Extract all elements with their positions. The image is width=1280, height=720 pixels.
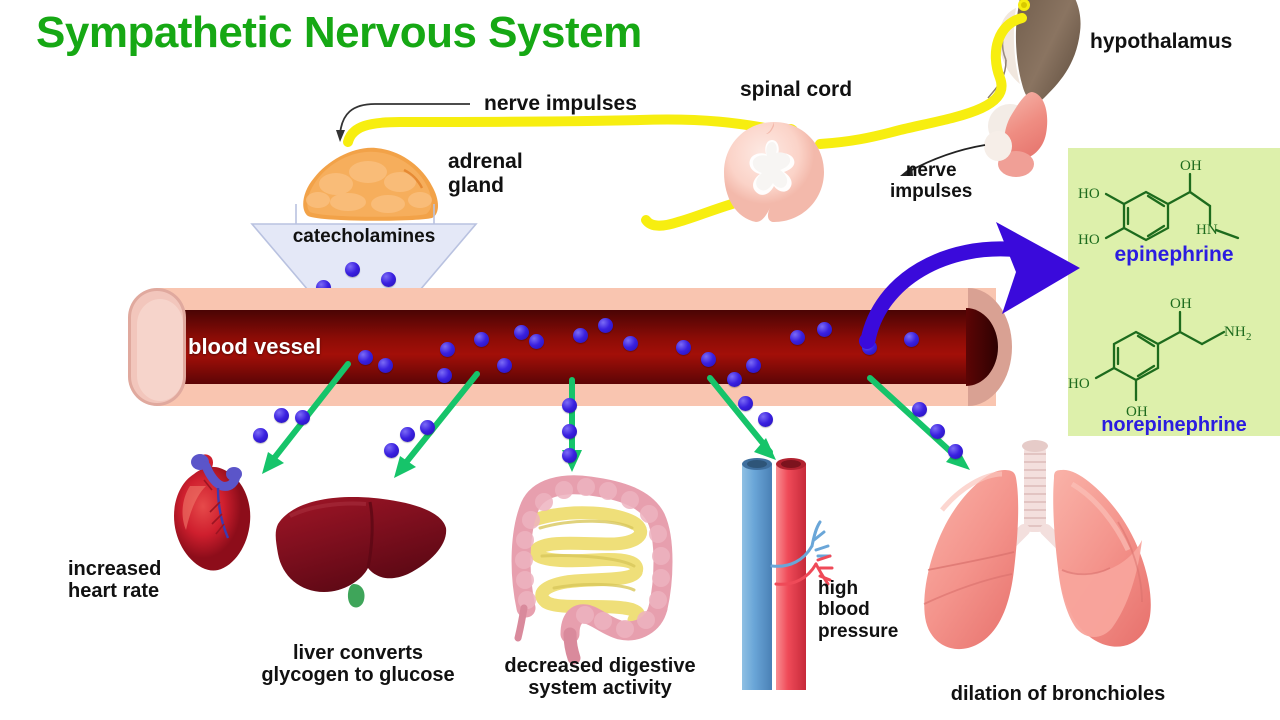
norepinephrine-label: norepinephrine: [1101, 414, 1247, 436]
bp-effect-line3: pressure: [818, 620, 899, 642]
catecholamine-dot: [474, 332, 489, 347]
nerve-impulses-right-label: nerve impulses: [890, 160, 972, 203]
catecholamine-dot: [623, 336, 638, 351]
catecholamine-structures-panel: HO HO OH HN OH NH 2: [1068, 148, 1280, 436]
catecholamine-dot: [358, 350, 373, 365]
adrenal-gland-line2: gland: [448, 173, 504, 197]
catecholamine-dot: [274, 408, 289, 423]
epinephrine-label: epinephrine: [1114, 243, 1234, 266]
liver-effect-label: liver converts glycogen to glucose: [228, 642, 488, 687]
spinal-cord-label: spinal cord: [740, 78, 853, 101]
catecholamine-dot: [930, 424, 945, 439]
intestines-illustration: [490, 458, 690, 665]
catecholamine-dot: [758, 412, 773, 427]
catecholamine-dot: [295, 410, 310, 425]
catecholamine-dot: [948, 444, 963, 459]
page-title: Sympathetic Nervous System: [36, 8, 642, 57]
bp-effect-line2: blood: [818, 599, 870, 621]
atom-label: 2: [1246, 331, 1252, 343]
hypothalamus-illustration: [980, 0, 1100, 178]
catecholamine-dot: [912, 402, 927, 417]
leader-line-nerve-impulses-left: [339, 103, 470, 135]
blood-vessel-label: blood vessel: [188, 334, 322, 359]
lungs-illustration: [912, 440, 1162, 680]
spinal-cord-illustration: [722, 120, 826, 224]
rectum: [563, 627, 581, 665]
catecholamine-dot: [701, 352, 716, 367]
intestine-effect-label: decreased digestive system activity: [472, 655, 728, 700]
intestine-effect-line1: decreased digestive: [504, 655, 696, 677]
catecholamine-dot: [529, 334, 544, 349]
heart-effect-label: increased heart rate: [68, 558, 161, 603]
atom-label: HO: [1078, 232, 1100, 248]
atom-label: OH: [1180, 158, 1202, 174]
chemical-structures-svg: HO HO OH HN OH NH 2: [1068, 158, 1252, 420]
blood-vessel-illustration: [128, 288, 1012, 406]
catecholamine-dot: [514, 325, 529, 340]
catecholamine-dot: [746, 358, 761, 373]
catecholamine-dot: [738, 396, 753, 411]
nerve-impulses-left-label: nerve impulses: [484, 92, 637, 115]
catecholamine-dot: [384, 443, 399, 458]
heart-illustration: [160, 450, 270, 580]
catecholamine-dot: [381, 272, 396, 287]
catecholamine-dot: [790, 330, 805, 345]
adrenal-gland-label: adrenal gland: [448, 150, 523, 197]
catecholamine-dot: [817, 322, 832, 337]
gallbladder: [347, 584, 365, 608]
bp-effect-line1: high: [818, 578, 859, 599]
heart-effect-line2: heart rate: [68, 580, 160, 603]
heart-effect-line1: increased: [68, 558, 162, 580]
lung-effect-label: dilation of bronchioles: [950, 683, 1166, 705]
catecholamine-release-arrow: [859, 222, 1080, 349]
hypothalamus-label: hypothalamus: [1090, 30, 1233, 53]
catecholamine-dot: [562, 424, 577, 439]
catecholamine-dot: [437, 368, 452, 383]
catecholamine-dot: [562, 448, 577, 463]
intestine-effect-line2: system activity: [528, 677, 672, 700]
atom-label: HN: [1196, 222, 1218, 238]
catecholamine-dot: [440, 342, 455, 357]
appendix: [514, 604, 528, 642]
catecholamine-dot: [420, 420, 435, 435]
atom-label: OH: [1126, 404, 1148, 420]
nerve-impulses-right-line1: nerve: [905, 160, 957, 181]
catecholamine-dot: [573, 328, 588, 343]
blood-pressure-effect-label: high blood pressure: [818, 578, 898, 642]
catecholamine-dot: [400, 427, 415, 442]
atom-label: HO: [1068, 376, 1090, 392]
catecholamine-dot: [345, 262, 360, 277]
catecholamine-dot: [727, 372, 742, 387]
vessel-cap-left-inner: [137, 299, 183, 401]
vessel-cap-left: [128, 288, 186, 406]
liver-illustration: [270, 492, 450, 632]
catecholamines-label: catecholamines: [292, 226, 436, 247]
adrenal-gland-illustration: [296, 140, 446, 222]
blood-vessels-illustration: [730, 450, 860, 700]
catecholamine-dot: [253, 428, 268, 443]
nerve-impulses-right-line2: impulses: [890, 181, 973, 203]
catecholamine-dot: [676, 340, 691, 355]
catecholamine-dot: [378, 358, 393, 373]
liver-effect-line1: liver converts: [292, 642, 424, 664]
liver-effect-line2: glycogen to glucose: [261, 664, 455, 687]
catecholamine-dot: [562, 398, 577, 413]
catecholamine-dot: [497, 358, 512, 373]
atom-label: NH: [1224, 324, 1246, 340]
catecholamine-dot: [904, 332, 919, 347]
catecholamine-dot: [598, 318, 613, 333]
atom-label: HO: [1078, 186, 1100, 202]
atom-label: OH: [1170, 296, 1192, 312]
adrenal-gland-line1: adrenal: [448, 150, 523, 173]
